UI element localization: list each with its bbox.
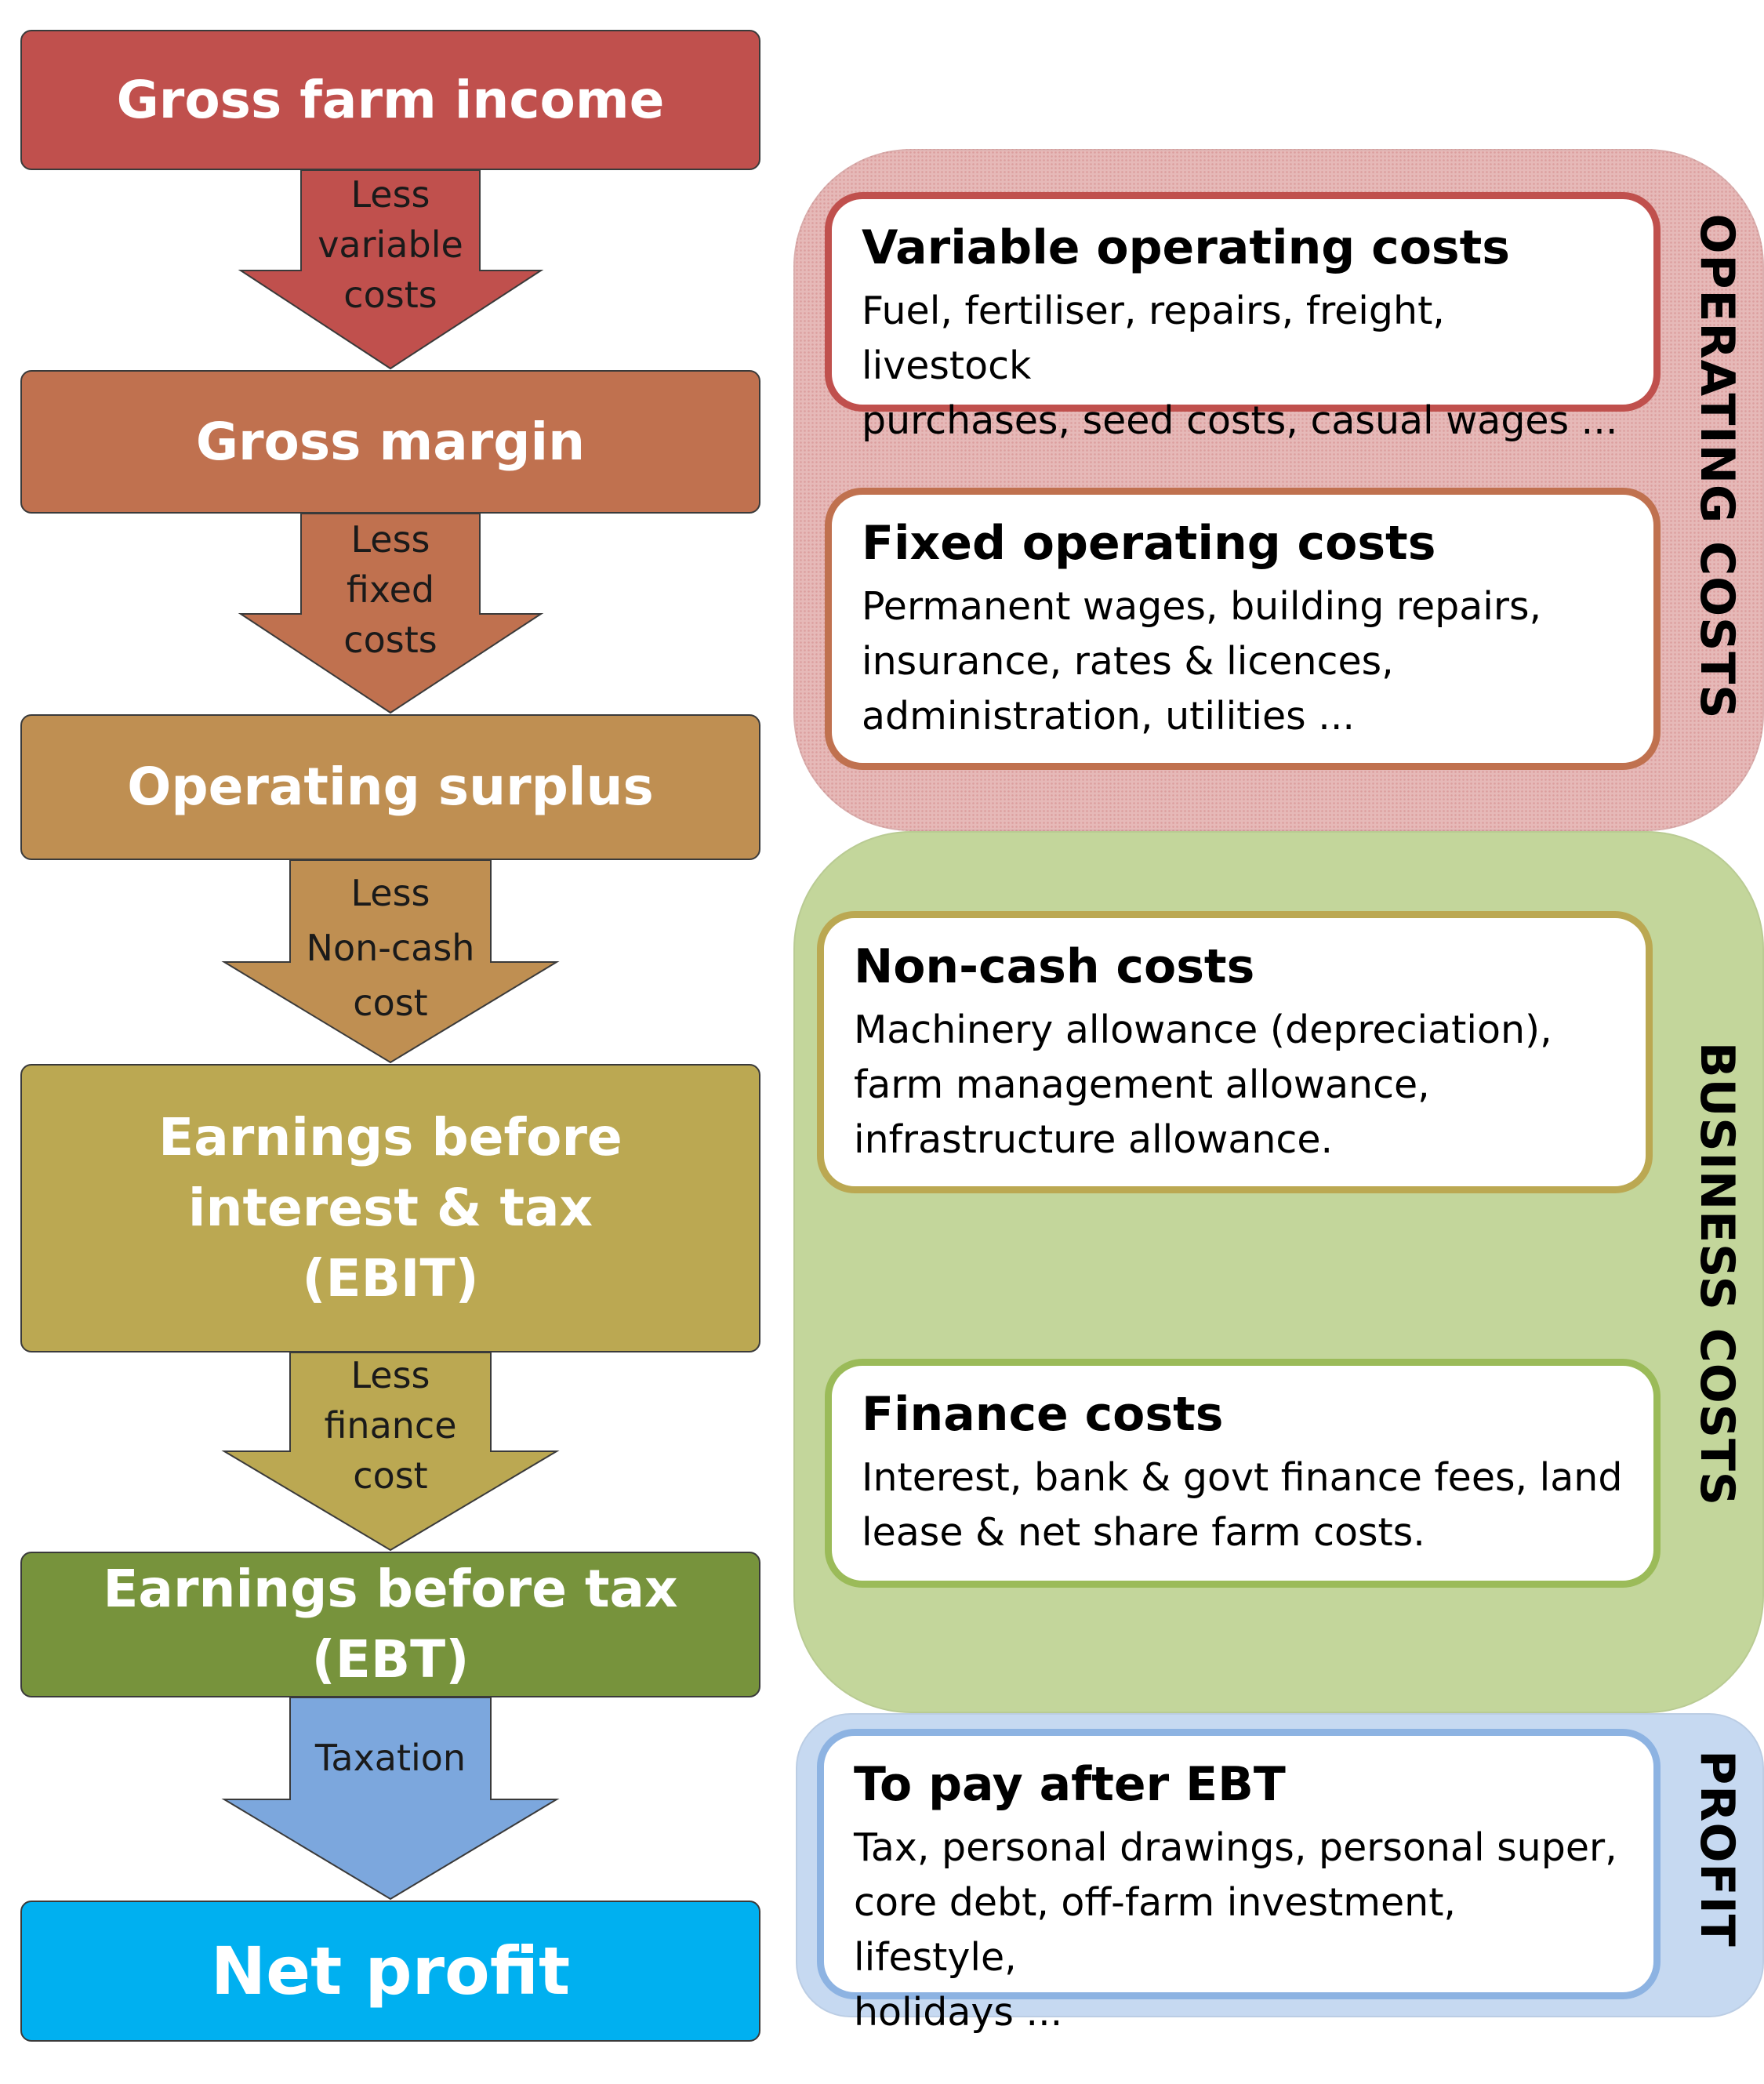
card-title: Finance costs <box>862 1387 1224 1442</box>
arrow-taxation <box>221 1697 560 1901</box>
card-title: To pay after EBT <box>854 1757 1286 1812</box>
ebit-box: Earnings before interest & tax (EBIT) <box>20 1064 760 1352</box>
gross-margin-box: Gross margin <box>20 370 760 514</box>
card-title: Variable operating costs <box>862 220 1511 275</box>
card-description: Machinery allowance (depreciation), farm… <box>854 1008 1552 1162</box>
arrow-label-finance: Less finance cost <box>324 1354 457 1497</box>
arrow-less-variable-costs <box>238 169 544 370</box>
box-label: Gross margin <box>195 411 586 472</box>
box-label: Operating surplus <box>127 757 654 818</box>
arrow-less-non-cash-cost <box>221 859 560 1064</box>
arrow-label-non-cash: Less Non-cash cost <box>306 872 475 1024</box>
arrow-label-taxation: Taxation <box>314 1737 466 1779</box>
variable-operating-costs-card: Variable operating costs Fuel, fertilise… <box>825 192 1661 443</box>
ebt-box: Earnings before tax (EBT) <box>20 1552 760 1697</box>
card-description: Permanent wages, building repairs, insur… <box>862 584 1542 739</box>
box-label: Earnings before tax (EBT) <box>103 1559 678 1690</box>
box-label: Earnings before interest & tax (EBIT) <box>158 1107 622 1309</box>
operating-surplus-box: Operating surplus <box>20 714 760 860</box>
non-cash-costs-card: Non-cash costs Machinery allowance (depr… <box>817 911 1653 1193</box>
box-label: Gross farm income <box>116 69 665 130</box>
card-description: Interest, bank & govt finance fees, land… <box>862 1455 1623 1555</box>
finance-costs-card: Finance costs Interest, bank & govt fina… <box>825 1359 1661 1588</box>
arrow-label-fixed: Less fixed costs <box>343 518 437 661</box>
card-description: Fuel, fertiliser, repairs, freight, live… <box>862 289 1618 443</box>
box-label: Net profit <box>210 1932 571 2010</box>
arrow-less-finance-cost <box>221 1352 560 1552</box>
gross-farm-income-box: Gross farm income <box>20 30 760 170</box>
card-title: Non-cash costs <box>854 939 1255 994</box>
arrow-label-variable: Less variable costs <box>318 173 463 316</box>
to-pay-after-ebt-card: To pay after EBT Tax, personal drawings,… <box>817 1729 1661 2035</box>
fixed-operating-costs-card: Fixed operating costs Permanent wages, b… <box>825 488 1661 770</box>
card-description: Tax, personal drawings, personal super, … <box>854 1825 1617 2035</box>
net-profit-box: Net profit <box>20 1901 760 2042</box>
card-title: Fixed operating costs <box>862 516 1436 571</box>
arrow-less-fixed-costs <box>238 513 544 714</box>
